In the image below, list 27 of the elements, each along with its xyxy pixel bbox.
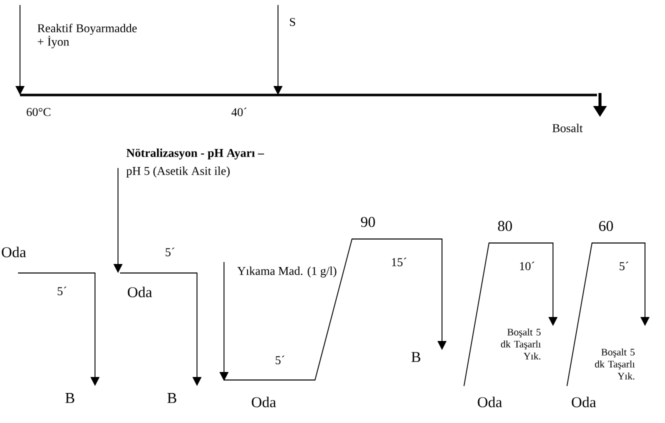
step-label: Yıkama Mad. (1 g/l) [237, 266, 336, 278]
step-label: S [290, 18, 296, 26]
drain-label: Bosalt [552, 124, 583, 132]
temperature-label: Oda [128, 286, 152, 298]
time-label: 10´ [520, 262, 534, 270]
time-label: 15´ [392, 258, 406, 266]
time-label: 5´ [276, 356, 284, 364]
temperature-label: 60°C [26, 108, 50, 116]
time-label: 40´ [231, 108, 247, 116]
time-label: 5´ [166, 248, 174, 256]
drain-label: B [65, 393, 74, 403]
step-label: Reaktif Boyarmadde + İyon [38, 24, 137, 48]
drain-label: Boşalt 5 dk Taşarlı Yık. [500, 328, 541, 360]
drain-label: B [411, 352, 420, 362]
drain-label: Boşalt 5 dk Taşarlı Yık. [594, 348, 635, 380]
temperature-label: 60 [599, 220, 613, 232]
time-label: 5´ [58, 286, 66, 296]
step-label: pH 5 (Asetik Asit ile) [126, 166, 230, 178]
temperature-label: Oda [2, 246, 26, 258]
temperature-label: Oda [252, 396, 276, 408]
temperature-label: 90 [361, 216, 375, 228]
temperature-label: Oda [572, 396, 596, 408]
time-label: 5´ [620, 262, 628, 270]
heading: Nötralizasyon - pH Ayarı – [126, 148, 264, 160]
drain-label: B [167, 393, 176, 403]
temperature-label: 80 [498, 220, 512, 232]
temperature-label: Oda [478, 396, 502, 408]
